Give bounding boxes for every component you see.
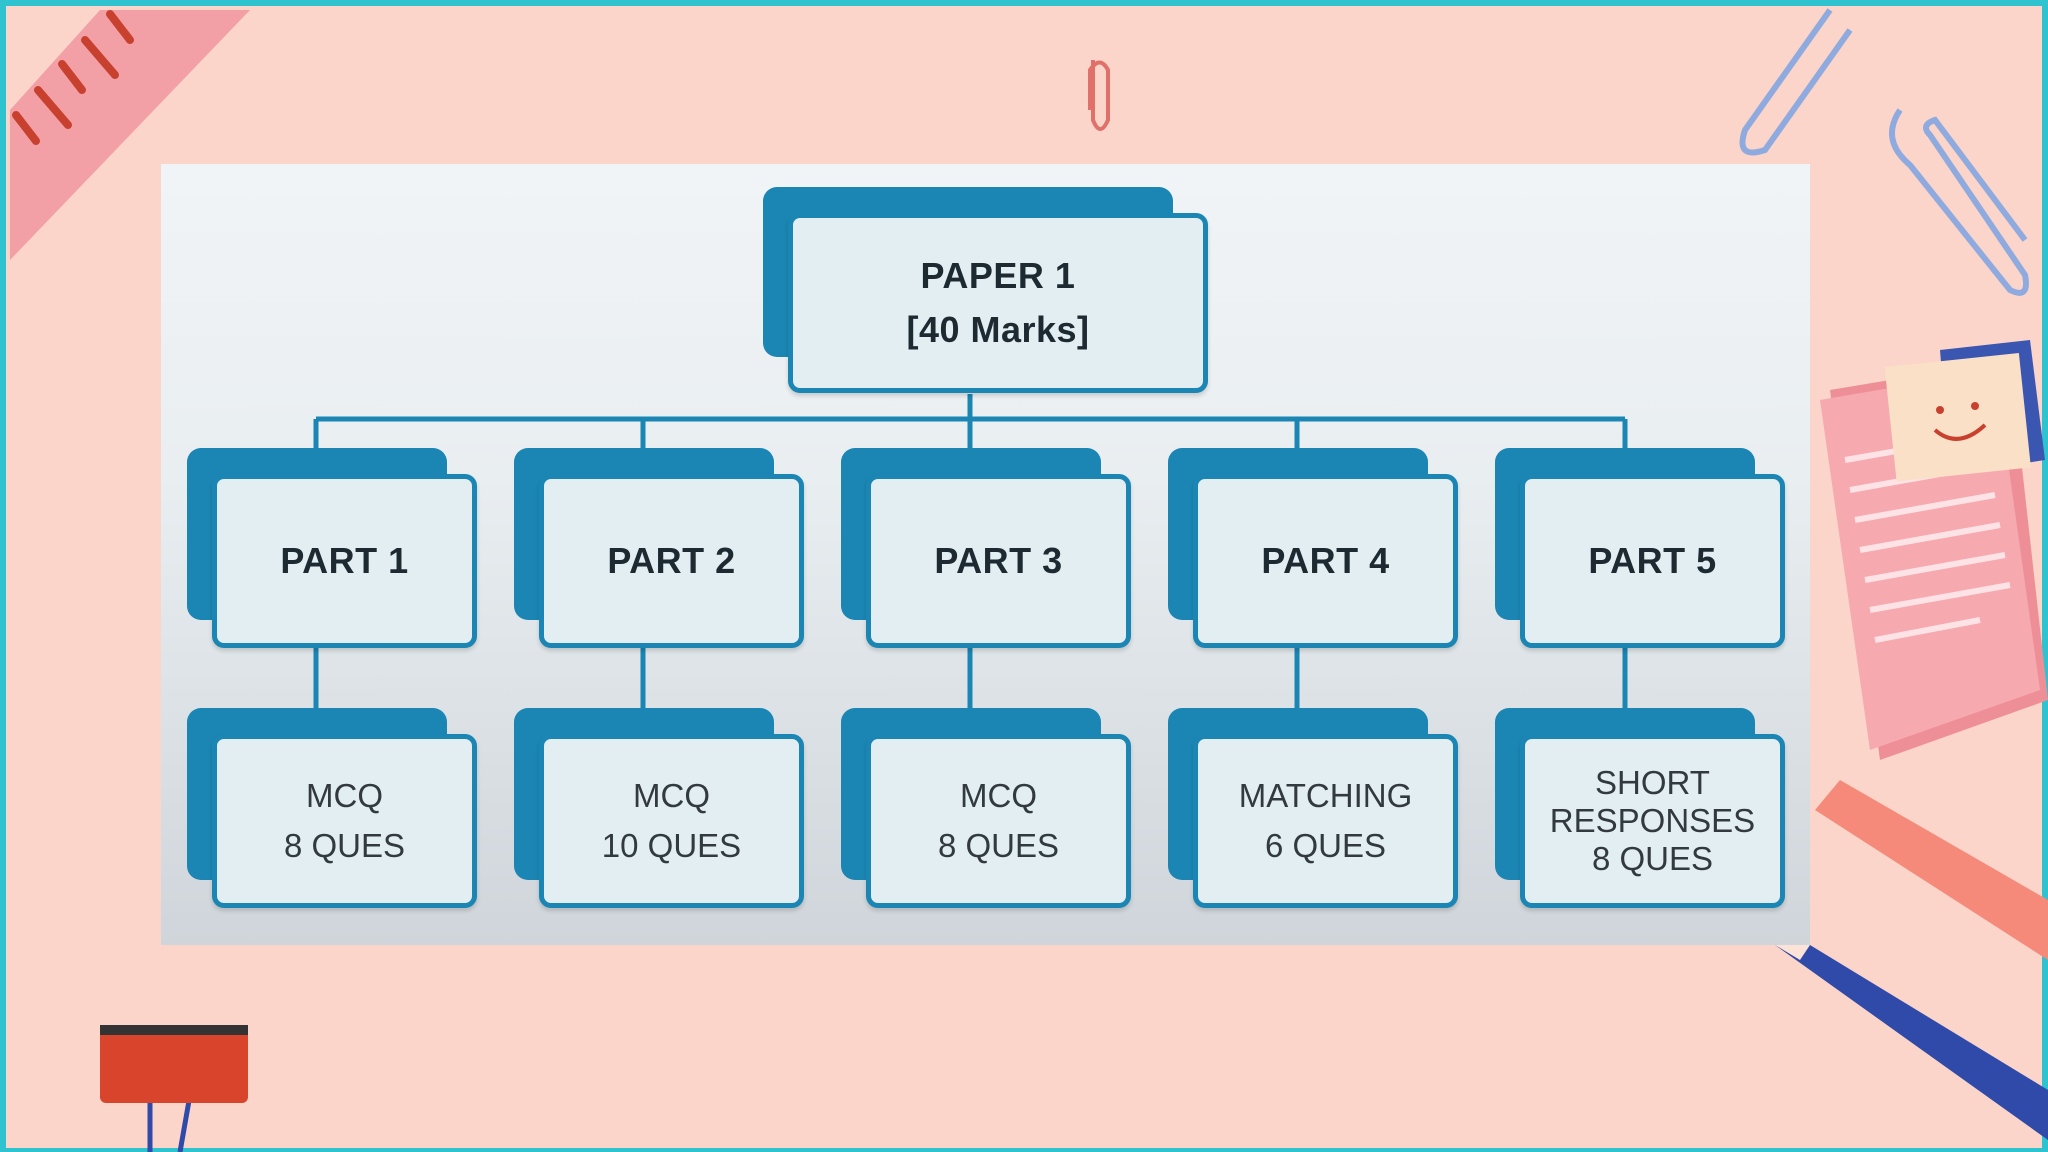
question-type: MCQ [633,777,710,814]
question-count: 8 QUES [283,827,406,864]
question-count: 8 QUES [937,827,1060,864]
part-label: PART 1 [280,540,409,581]
question-type: SHORT [1595,764,1710,801]
root-marks: [40 Marks] [906,309,1090,350]
question-count: 10 QUES [601,827,742,864]
question-type: MCQ [960,777,1037,814]
question-type: MATCHING [1238,777,1413,814]
root-title: PAPER 1 [920,255,1076,296]
question-count: 6 QUES [1264,827,1387,864]
part-label: PART 4 [1261,540,1390,581]
question-count: 8 QUES [1591,840,1714,877]
question-type: MCQ [306,777,383,814]
pencil-icon [1775,780,2048,1140]
tree-connectors [313,394,1628,709]
part-label: PART 5 [1588,540,1717,581]
binder-clip-icon [100,1025,248,1152]
ruler-icon [10,10,250,260]
part-label: PART 3 [934,540,1063,581]
diagram-panel: PAPER 1 [40 Marks] PART 1 PART 2 PART 3 … [161,164,1810,945]
question-type: RESPONSES [1549,802,1756,839]
part-label: PART 2 [607,540,736,581]
sticky-note-icon [1884,340,2045,482]
paperclip-icon [1088,60,1110,131]
paperclip-icon [1739,8,2029,296]
